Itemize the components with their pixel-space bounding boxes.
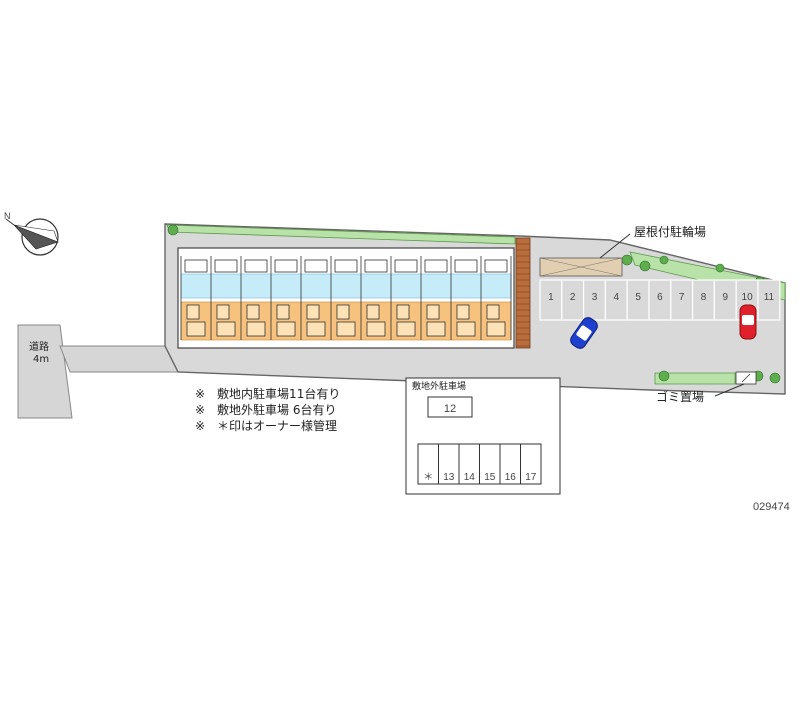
parking-space-label: 5: [635, 292, 641, 303]
road-vertical: [17, 324, 73, 419]
road-width-label: 4m: [33, 354, 49, 365]
road-label: 道路: [29, 340, 49, 353]
offsite-row: ＊ 13 14 15 16 17: [417, 443, 542, 485]
bike-parking-leader: [599, 233, 631, 259]
parking-space-11: [757, 279, 781, 321]
parking-space-label: 10: [742, 292, 754, 303]
offsite-space-17: [520, 443, 542, 485]
parking-space-label: 3: [592, 292, 598, 303]
parking-space-label: 2: [570, 292, 576, 303]
parking-space-label: 8: [701, 292, 707, 303]
note-3: ※ ＊印はオーナー様管理: [195, 418, 337, 433]
garbage-label: ゴミ置場: [656, 389, 704, 404]
compass-icon: N: [4, 211, 59, 256]
brick-wall: [515, 237, 531, 349]
blue-car-icon: [570, 317, 598, 349]
parking-space-label: 1: [548, 292, 554, 303]
bike-parking-label: 屋根付駐輪場: [634, 224, 706, 239]
svg-text:N: N: [4, 211, 11, 221]
parking-space-label: 4: [614, 292, 620, 303]
offsite-space-12-label: 12: [444, 403, 456, 415]
offsite-space-label: 13: [443, 472, 455, 483]
offsite-space-label: 15: [484, 472, 496, 483]
red-car-icon: [739, 304, 757, 340]
map-id: 029474: [753, 501, 790, 513]
apartment-building: [177, 247, 515, 349]
offsite-space-label: 14: [464, 472, 476, 483]
access-road: [59, 345, 179, 373]
note-2: ※ 敷地外駐車場 6台有り: [195, 402, 337, 417]
parking-space-label: 9: [723, 292, 729, 303]
offsite-space-12: [427, 396, 473, 418]
offsite-space-label: 17: [525, 472, 537, 483]
offsite-space-label: 16: [505, 472, 517, 483]
note-1: ※ 敷地内駐車場11台有り: [195, 386, 340, 401]
parking-space-label: 7: [679, 292, 685, 303]
garbage-leader: [714, 383, 745, 397]
offsite-space-label: ＊: [423, 472, 433, 483]
parking-space-label: 6: [657, 292, 663, 303]
grass-strip-bottom: [654, 372, 736, 385]
onsite-parking: 1 2 3 4 5 6 7 8 9 10 11: [539, 279, 781, 321]
offsite-title: 敷地外駐車場: [412, 380, 466, 392]
parking-space-label: 11: [764, 292, 775, 303]
